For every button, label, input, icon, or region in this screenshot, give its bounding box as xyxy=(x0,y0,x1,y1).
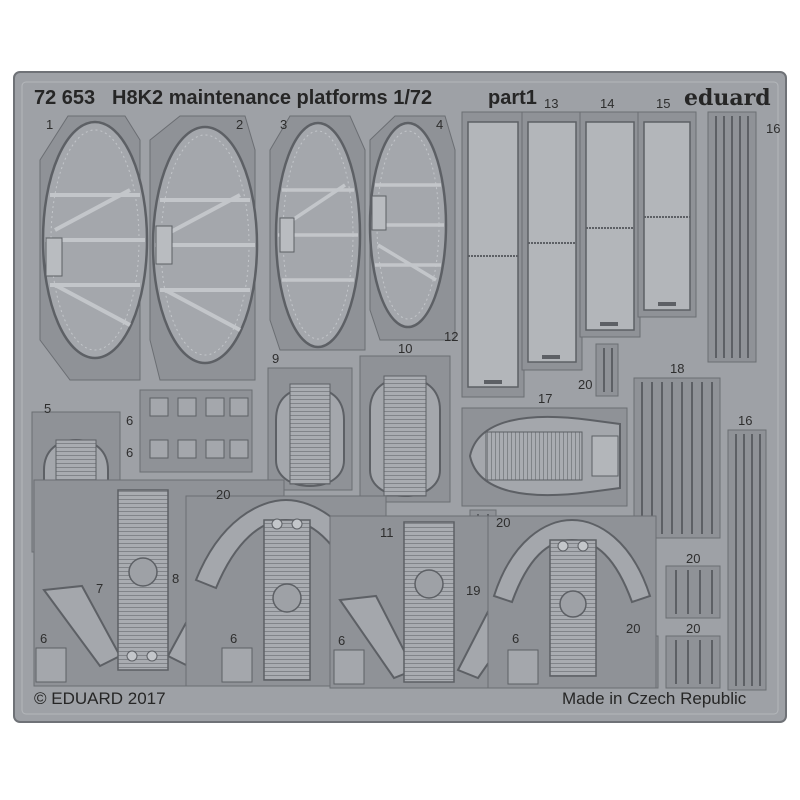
part-19-arch-assembly xyxy=(487,515,657,689)
part-number-5: 5 xyxy=(44,401,52,416)
origin-notice: Made in Czech Republic xyxy=(562,689,747,708)
part-18-rails xyxy=(633,377,721,539)
sheet-title: H8K2 maintenance platforms 1/72 xyxy=(112,87,433,109)
catalog-number: 72 653 xyxy=(34,87,96,109)
part-number-16-a: 16 xyxy=(766,121,781,136)
part-number-20-b: 20 xyxy=(578,377,593,392)
part-number-4: 4 xyxy=(436,117,444,132)
part-number-19: 19 xyxy=(466,583,481,598)
copyright-notice: © EDUARD 2017 xyxy=(34,689,166,708)
part-number-6-c: 6 xyxy=(40,631,48,646)
part-number-18: 18 xyxy=(670,361,685,376)
part-15-long-panel xyxy=(637,111,697,318)
part-number-1: 1 xyxy=(46,117,54,132)
part-16-rails-top xyxy=(707,111,757,363)
part-number-6-f: 6 xyxy=(512,631,520,646)
brand-logo: eduard xyxy=(684,85,771,111)
part-13-long-panel xyxy=(521,111,583,371)
part-number-20-c: 20 xyxy=(496,515,511,530)
part-20-strips-b xyxy=(595,343,619,397)
part-20-strips-f xyxy=(665,635,721,689)
part-number-8: 8 xyxy=(172,571,180,586)
part-number-6-d: 6 xyxy=(230,631,238,646)
part-3-oval-door xyxy=(269,115,366,351)
part-number-20-a: 20 xyxy=(216,487,231,502)
part-6-bottom-clips xyxy=(35,647,539,685)
part-number-3: 3 xyxy=(280,117,288,132)
part-number-20-d: 20 xyxy=(686,551,701,566)
part-number-2: 2 xyxy=(236,117,244,132)
fret-inner-border xyxy=(21,81,779,715)
part-20-strips-d xyxy=(665,565,721,619)
part-12-long-panel xyxy=(461,111,525,398)
part-10-ladder-platform xyxy=(359,355,451,503)
part-number-9: 9 xyxy=(272,351,280,366)
sheet-part: part1 xyxy=(488,87,537,109)
part-number-10: 10 xyxy=(398,341,413,356)
part-number-6-a: 6 xyxy=(126,413,134,428)
part-number-17: 17 xyxy=(538,391,553,406)
part-4-oval-door xyxy=(368,115,456,341)
part-number-20-e: 20 xyxy=(626,621,641,636)
part-number-14: 14 xyxy=(600,96,615,111)
part-9-ladder-platform xyxy=(267,367,353,491)
part-1-oval-door xyxy=(39,115,149,381)
part-2-oval-door xyxy=(149,115,259,381)
part-number-6-b: 6 xyxy=(126,445,134,460)
part-number-20-f: 20 xyxy=(686,621,701,636)
part-number-7: 7 xyxy=(96,581,104,596)
part-number-6-e: 6 xyxy=(338,633,346,648)
part-14-long-panel xyxy=(579,111,641,338)
part-number-11: 11 xyxy=(380,525,394,540)
part-number-13: 13 xyxy=(544,96,559,111)
part-number-15: 15 xyxy=(656,96,671,111)
part-16-rails-bottom xyxy=(727,429,767,691)
part-number-12: 12 xyxy=(444,329,459,344)
part-17-platform xyxy=(461,407,628,507)
part-number-16-b: 16 xyxy=(738,413,753,428)
part-6-clips xyxy=(139,389,253,473)
